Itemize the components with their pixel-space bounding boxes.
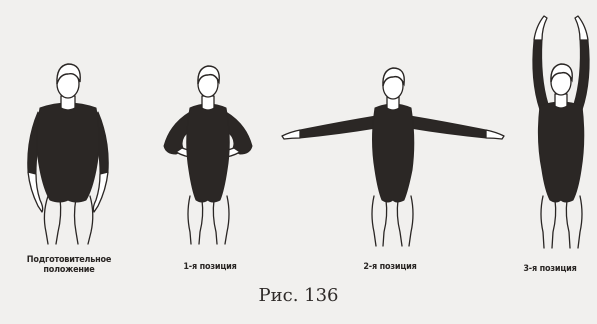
label-first-position: 1-я позиция (165, 262, 255, 272)
label-third-position: 3-я позиция (505, 264, 595, 274)
figure-caption: Рис. 136 (0, 285, 597, 306)
label-second-position: 2-я позиция (335, 262, 445, 272)
figure-third-position (533, 16, 589, 248)
label-preparatory-position: Подготовительное положение (14, 255, 124, 275)
figure-preparatory-position (28, 64, 109, 244)
figure-first-position (164, 66, 252, 244)
figure-second-position (282, 68, 504, 246)
